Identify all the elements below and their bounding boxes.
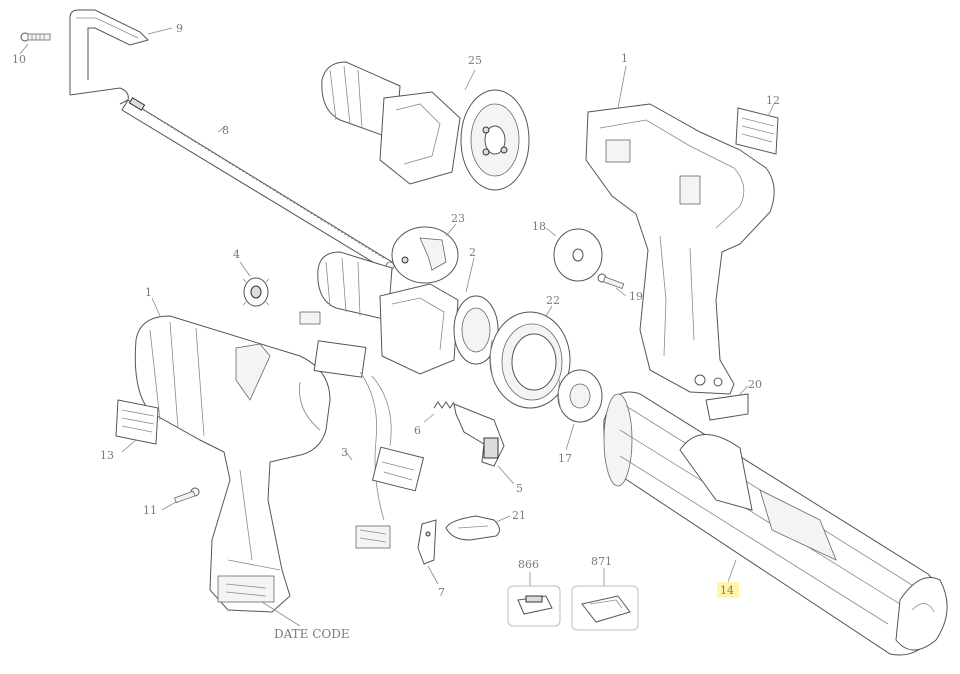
callout-20: 20 (748, 378, 762, 391)
part-12-label[interactable] (735, 107, 779, 155)
callout-22: 22 (546, 294, 560, 307)
callout-1-right: 1 (621, 52, 628, 65)
callout-7: 7 (438, 586, 445, 599)
callout-25: 25 (468, 54, 482, 67)
callout-4: 4 (233, 248, 240, 261)
part-17-gear[interactable] (557, 369, 603, 423)
part-2-motor-gearbox[interactable] (299, 251, 499, 375)
part-19-screw[interactable] (597, 273, 625, 290)
callout-17: 17 (558, 452, 572, 465)
part-7-lever[interactable] (417, 519, 437, 565)
callout-10: 10 (12, 53, 26, 66)
callout-21: 21 (512, 509, 526, 522)
part-866-battery[interactable] (507, 585, 561, 627)
callout-3: 3 (341, 446, 348, 459)
part-10-screw[interactable] (20, 32, 51, 42)
part-1-housing-left[interactable] (134, 315, 331, 613)
part-25-motor-gearbox[interactable] (321, 61, 530, 191)
part-14-cartridge-tube[interactable] (603, 391, 948, 656)
part-1-housing-right[interactable] (585, 103, 775, 395)
callout-19: 19 (629, 290, 643, 303)
part-6-spring[interactable] (433, 401, 455, 409)
callout-5: 5 (516, 482, 523, 495)
part-4-gear[interactable] (242, 277, 270, 307)
callout-11: 11 (143, 504, 157, 517)
part-3-switch-assembly[interactable] (313, 340, 425, 549)
part-9-hook[interactable] (69, 9, 149, 105)
part-11-screw[interactable] (174, 487, 200, 504)
part-21-gasket[interactable] (445, 515, 500, 541)
callout-9: 9 (176, 22, 183, 35)
part-18-disc[interactable] (553, 228, 603, 282)
date-code-label: DATE CODE (274, 627, 350, 641)
callout-13: 13 (100, 449, 114, 462)
callout-18: 18 (532, 220, 546, 233)
callout-12: 12 (766, 94, 780, 107)
part-22-ring-nut[interactable] (489, 311, 571, 409)
callout-14-highlight (717, 582, 739, 598)
part-23-detail[interactable] (391, 226, 459, 284)
callout-6: 6 (414, 424, 421, 437)
callout-871: 871 (591, 555, 612, 568)
part-20-plate[interactable] (705, 393, 749, 421)
part-13-label[interactable] (115, 399, 159, 445)
callout-1-left: 1 (145, 286, 152, 299)
callout-8: 8 (222, 124, 229, 137)
part-871-charger[interactable] (571, 585, 639, 631)
callout-866: 866 (518, 558, 539, 571)
part-5-trigger[interactable] (453, 403, 505, 467)
callout-23: 23 (451, 212, 465, 225)
callout-14: 14 (720, 584, 734, 597)
callout-2: 2 (469, 246, 476, 259)
